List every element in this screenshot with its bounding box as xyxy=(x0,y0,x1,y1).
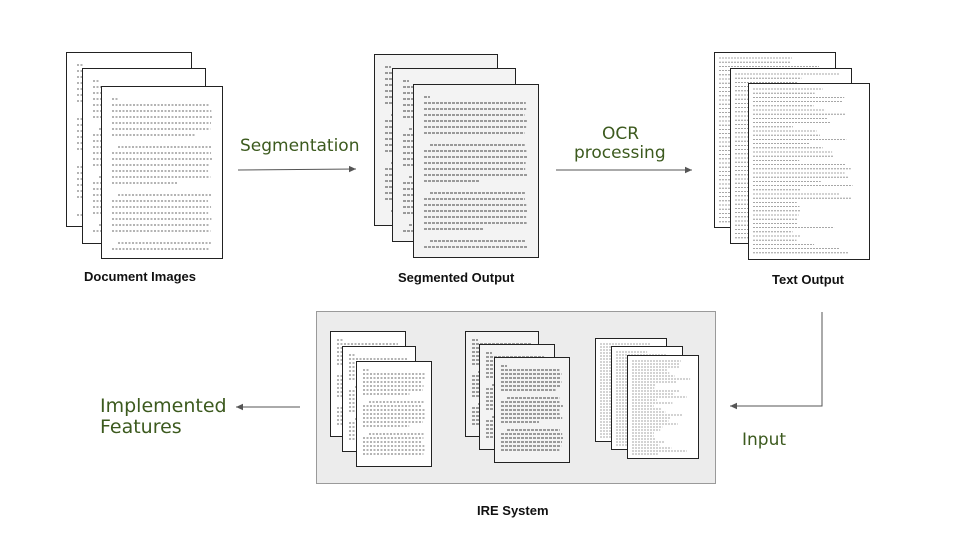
text-page xyxy=(748,83,870,260)
ire-text-page xyxy=(627,355,699,459)
segmented-output-caption: Segmented Output xyxy=(398,270,515,285)
page-text-lines xyxy=(424,96,528,248)
implemented-features-line1: Implemented xyxy=(100,395,227,417)
ire-segmented-page xyxy=(494,357,570,463)
segmentation-label: Segmentation xyxy=(240,136,360,156)
implemented-features-line2: Features xyxy=(100,416,182,438)
segmented-page xyxy=(413,84,539,258)
page-text-lines xyxy=(753,88,853,254)
page-text-lines xyxy=(501,365,563,451)
page-text-lines xyxy=(363,369,425,455)
ocr-label-line1: OCR xyxy=(602,124,640,144)
input-arrow xyxy=(730,312,823,410)
page-text-lines xyxy=(112,98,212,250)
page-text-lines xyxy=(632,360,691,455)
input-label: Input xyxy=(742,430,787,450)
ire-system-caption: IRE System xyxy=(477,503,549,518)
ire-document-page xyxy=(356,361,432,467)
ocr-label-line2: processing xyxy=(574,143,666,163)
document-page xyxy=(101,86,223,259)
text-output-caption: Text Output xyxy=(772,272,844,287)
segmentation-arrow xyxy=(237,165,357,173)
document-images-caption: Document Images xyxy=(84,269,196,284)
